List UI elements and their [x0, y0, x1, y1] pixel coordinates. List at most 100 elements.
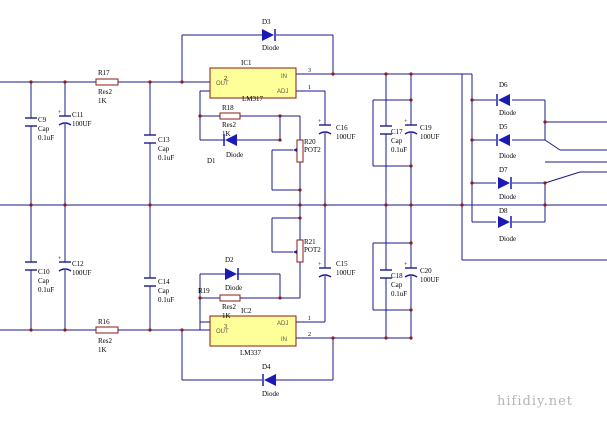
r19-ref: R19 — [198, 287, 210, 295]
capacitor-c17[interactable]: C17 Cap 0.1uF — [380, 125, 407, 154]
c17-ref: C17 — [391, 128, 403, 136]
r19-value: 1K — [222, 312, 231, 320]
c19-value: 100UF — [420, 133, 440, 141]
svg-text:+: + — [404, 262, 408, 268]
d5-type: Diode — [499, 152, 516, 160]
d8-ref: D8 — [499, 207, 508, 215]
c15-value: 100UF — [336, 269, 356, 277]
d7-ref: D7 — [499, 166, 508, 174]
ic1-ref: IC1 — [241, 59, 252, 67]
c9-type: Cap — [38, 125, 50, 133]
potentiometer-r21[interactable]: R21 POT2 — [293, 238, 321, 263]
diode-d5[interactable]: D5 Diode — [496, 123, 516, 160]
r20-type: POT2 — [304, 146, 321, 154]
ic1-pin-num-in: 3 — [308, 68, 311, 74]
c18-type: Cap — [391, 281, 403, 289]
ic2-ref: IC2 — [241, 307, 252, 315]
ic2-pin-num-out: 3 — [224, 324, 227, 330]
ic2-regulator[interactable]: IC2 OUT ADJ IN 3 1 2 LM337 — [209, 307, 311, 357]
capacitor-c15[interactable]: + C15 100UF — [318, 260, 356, 278]
c18-ref: C18 — [391, 272, 403, 280]
d4-type: Diode — [262, 390, 279, 398]
wires — [0, 34, 607, 381]
capacitor-c9[interactable]: C9 Cap 0.1uF — [25, 116, 54, 142]
capacitor-c16[interactable]: + C16 100UF — [318, 119, 356, 141]
c11-value: 100UF — [72, 120, 92, 128]
c15-ref: C15 — [336, 260, 348, 268]
r21-type: POT2 — [304, 246, 321, 254]
r19-type: Res2 — [222, 303, 237, 311]
ic2-pin-adj: ADJ — [277, 321, 288, 327]
c14-type: Cap — [158, 287, 170, 295]
capacitor-c18[interactable]: C18 Cap 0.1uF — [380, 269, 407, 298]
capacitor-c11[interactable]: + C11 100UF — [58, 110, 92, 128]
d6-ref: D6 — [499, 81, 508, 89]
diode-d1[interactable]: D1 Diode — [207, 134, 243, 165]
junctions — [29, 72, 547, 340]
resistor-r16[interactable]: R16 Res2 1K — [95, 318, 119, 354]
diode-d8[interactable]: D8 Diode — [498, 207, 516, 243]
capacitor-c10[interactable]: C10 Cap 0.1uF — [25, 261, 54, 294]
ic1-pin-out: OUT — [216, 81, 229, 87]
ic1-part: LM317 — [242, 95, 264, 103]
diode-d3[interactable]: D3 Diode — [262, 18, 279, 52]
c12-value: 100UF — [72, 269, 92, 277]
c16-value: 100UF — [336, 133, 356, 141]
r18-value: 1K — [222, 130, 231, 138]
c11-ref: C11 — [72, 111, 84, 119]
resistor-r18[interactable]: R18 Res2 1K — [219, 104, 241, 138]
c13-type: Cap — [158, 145, 170, 153]
r17-type: Res2 — [98, 88, 113, 96]
svg-text:+: + — [58, 256, 62, 262]
diode-d2[interactable]: D2 Diode — [225, 256, 242, 292]
capacitor-c12[interactable]: + C12 100UF — [58, 256, 92, 277]
c20-ref: C20 — [420, 267, 432, 275]
capacitor-c13[interactable]: C13 Cap 0.1uF — [144, 134, 174, 162]
capacitor-c14[interactable]: C14 Cap 0.1uF — [144, 277, 174, 304]
d6-type: Diode — [499, 109, 516, 117]
c13-value: 0.1uF — [158, 154, 174, 162]
c9-ref: C9 — [38, 116, 47, 124]
potentiometer-r20[interactable]: R20 POT2 — [293, 138, 321, 163]
r18-ref: R18 — [222, 104, 234, 112]
c12-ref: C12 — [72, 260, 84, 268]
diode-d4[interactable]: D4 Diode — [262, 363, 279, 398]
d7-type: Diode — [499, 193, 516, 201]
ic1-pin-adj: ADJ — [277, 89, 288, 95]
d8-type: Diode — [499, 235, 516, 243]
capacitor-c20[interactable]: + C20 100UF — [404, 262, 440, 284]
svg-text:+: + — [58, 110, 62, 116]
ic2-part: LM337 — [240, 349, 262, 357]
d2-type: Diode — [225, 284, 242, 292]
d3-type: Diode — [262, 44, 279, 52]
c17-type: Cap — [391, 137, 403, 145]
d2-ref: D2 — [225, 256, 234, 264]
ic2-pin-num-in: 2 — [308, 332, 311, 338]
ic1-pin-num-out: 2 — [224, 76, 227, 82]
ic1-regulator[interactable]: IC1 OUT IN ADJ 2 3 1 LM317 — [209, 59, 311, 103]
diode-d6[interactable]: D6 Diode — [496, 81, 516, 117]
ic1-pin-num-adj: 1 — [308, 85, 311, 91]
r21-ref: R21 — [304, 238, 316, 246]
resistor-r17[interactable]: R17 Res2 1K — [95, 69, 119, 105]
capacitor-c19[interactable]: + C19 100UF — [404, 119, 440, 141]
r17-ref: R17 — [98, 69, 110, 77]
svg-text:+: + — [318, 262, 322, 268]
diode-d7[interactable]: D7 Diode — [498, 166, 516, 201]
svg-text:+: + — [404, 119, 408, 125]
r16-ref: R16 — [98, 318, 110, 326]
r18-type: Res2 — [222, 121, 237, 129]
resistor-r19[interactable]: R19 Res2 1K — [198, 287, 241, 320]
c10-type: Cap — [38, 277, 50, 285]
c14-ref: C14 — [158, 278, 170, 286]
c10-value: 0.1uF — [38, 286, 54, 294]
ic2-pin-out: OUT — [216, 329, 229, 335]
ic2-pin-num-adj: 1 — [308, 316, 311, 322]
c14-value: 0.1uF — [158, 296, 174, 304]
ic2-pin-in: IN — [281, 337, 287, 343]
ic1-pin-in: IN — [281, 74, 287, 80]
c13-ref: C13 — [158, 136, 170, 144]
c18-value: 0.1uF — [391, 290, 407, 298]
d1-type: Diode — [226, 151, 243, 159]
